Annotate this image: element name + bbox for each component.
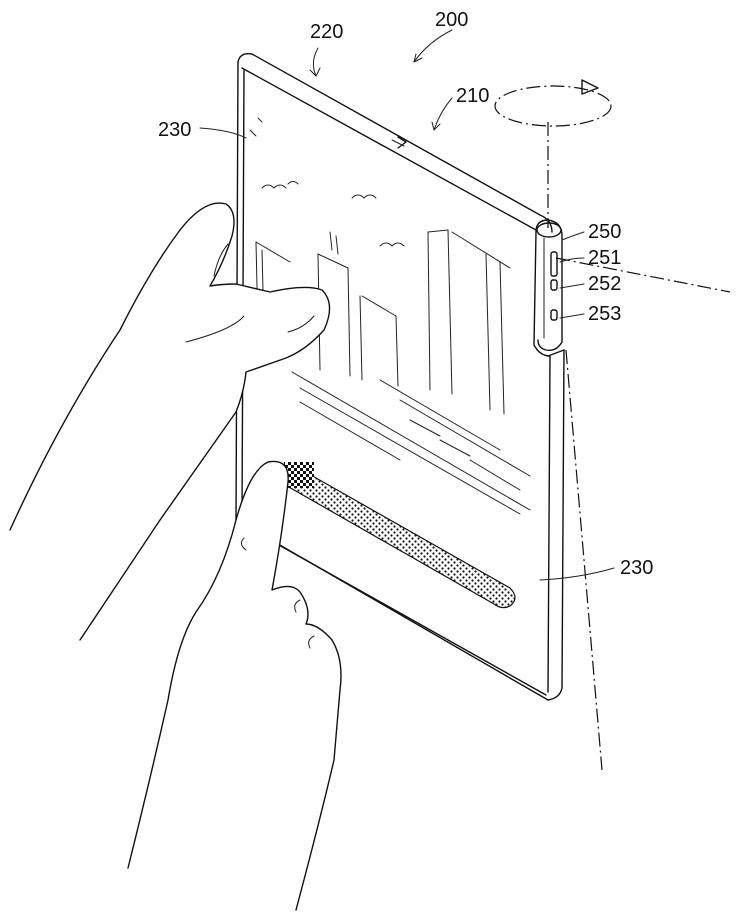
leader-lines (199, 29, 615, 581)
label-sub-3: 253 (588, 303, 621, 325)
sensor-253-icon (550, 309, 558, 321)
label-sub-1: 251 (588, 247, 621, 269)
right-hand (127, 460, 342, 911)
swipe-trail (279, 462, 516, 609)
sensor-251-icon (550, 251, 558, 277)
label-top-edge: 220 (310, 21, 343, 43)
label-display-right: 230 (620, 557, 653, 579)
label-sub-2: 252 (588, 273, 621, 295)
label-display-left: 230 (158, 119, 191, 141)
sensor-252-icon (550, 279, 558, 291)
rotation-axis (547, 122, 731, 771)
label-module: 250 (588, 221, 621, 243)
rotation-arrow-icon (494, 79, 612, 127)
foldable-device (235, 52, 565, 701)
label-device: 200 (435, 9, 468, 31)
label-hinge: 210 (456, 85, 489, 107)
left-hand (9, 202, 331, 641)
